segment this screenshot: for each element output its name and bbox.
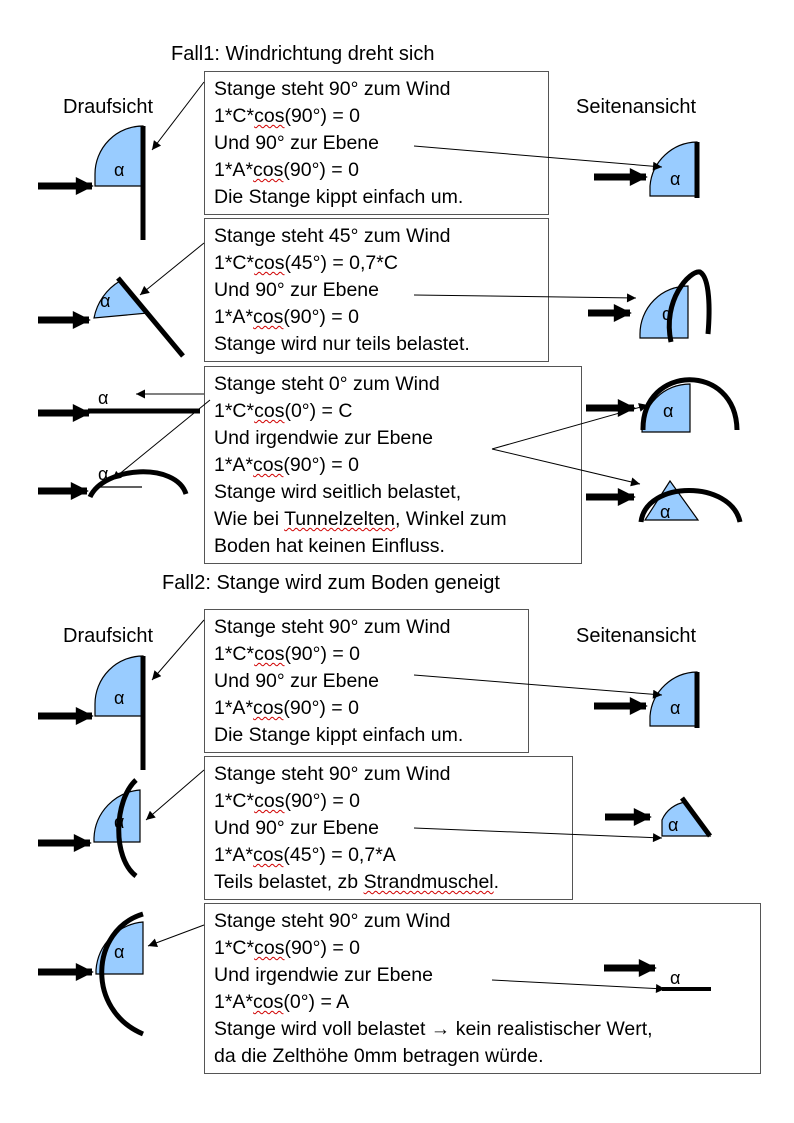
angle-sector — [643, 479, 700, 521]
angle-sector — [639, 285, 689, 339]
box-line: Und 90° zur Ebene — [214, 132, 379, 154]
connector-arrow — [151, 81, 205, 151]
case2-box-1: Stange steht 90° zum Wind 1*C*cos(90°) =… — [204, 609, 529, 753]
case1-row3-side-view: α α — [586, 377, 743, 523]
case2-row2-top-view: α — [38, 778, 141, 878]
alpha-label: α — [98, 388, 108, 408]
case1-heading: Fall1: Windrichtung dreht sich — [171, 43, 435, 65]
box-line: 1*C*cos(90°) = 0 — [214, 105, 361, 127]
case1-side-view-label: Seitenansicht — [576, 96, 697, 118]
box-line: Und 90° zur Ebene — [214, 817, 379, 839]
tent-pole — [116, 276, 185, 358]
tent-pole — [666, 269, 712, 343]
angle-sector — [93, 789, 141, 843]
tent-pole — [679, 796, 713, 838]
alpha-label: α — [670, 169, 680, 189]
angle-sector — [661, 801, 712, 837]
case2-top-view-label: Draufsicht — [63, 625, 154, 647]
connector-arrow — [147, 924, 205, 948]
box-line: Stange steht 90° zum Wind — [214, 763, 451, 785]
box-line: Boden hat keinen Einfluss. — [214, 535, 445, 557]
box-line: 1*C*cos(90°) = 0 — [214, 937, 361, 959]
case1-box-1: Stange steht 90° zum Wind 1*C*cos(90°) =… — [204, 71, 549, 215]
connector-arrow — [139, 242, 205, 296]
connector-arrow — [151, 619, 205, 681]
alpha-label: α — [114, 160, 124, 180]
tent-pole — [87, 469, 189, 499]
box-line: 1*C*cos(90°) = 0 — [214, 643, 361, 665]
box-line: Stange wird voll belastet → kein realist… — [214, 1018, 653, 1040]
box-line: 1*A*cos(90°) = 0 — [214, 454, 359, 476]
box-line: Und 90° zur Ebene — [214, 279, 379, 301]
box-line: 1*A*cos(45°) = 0,7*A — [214, 844, 396, 866]
case1-box-3: Stange steht 0° zum Wind 1*C*cos(0°) = C… — [204, 366, 582, 564]
box-line: 1*C*cos(45°) = 0,7*C — [214, 252, 398, 274]
angle-sector — [95, 921, 144, 975]
box-line: Und 90° zur Ebene — [214, 670, 379, 692]
connector-arrow — [111, 399, 211, 481]
case2-row3-top-view: α — [38, 911, 144, 1037]
case1-row1-side-view: α — [594, 141, 700, 198]
case2-heading: Fall2: Stange wird zum Boden geneigt — [162, 572, 500, 594]
alpha-label: α — [98, 464, 108, 484]
angle-sector — [649, 141, 698, 197]
angle-sector — [93, 280, 150, 319]
box-line: Stange steht 0° zum Wind — [214, 373, 440, 395]
angle-sector — [641, 383, 691, 433]
angle-sector — [94, 655, 144, 717]
case1-row1-top-view: α — [38, 125, 146, 240]
alpha-label: α — [663, 401, 673, 421]
tent-pole — [116, 778, 138, 878]
box-line: Und irgendwie zur Ebene — [214, 964, 433, 986]
box-line: Wie bei Tunnelzelten, Winkel zum — [214, 508, 507, 530]
tent-pole — [640, 377, 740, 431]
case2-row2-side-view: α — [605, 796, 713, 838]
box-line: 1*C*cos(0°) = C — [214, 400, 353, 422]
box-line: 1*A*cos(90°) = 0 — [214, 306, 359, 328]
tent-pole — [638, 488, 743, 523]
angle-sector — [94, 125, 144, 187]
tent-pole — [99, 911, 144, 1037]
box-line: 1*C*cos(90°) = 0 — [214, 790, 361, 812]
box-line: Stange wird nur teils belastet. — [214, 333, 470, 355]
alpha-label: α — [114, 812, 124, 832]
box-line: Teils belastet, zb Strandmuschel. — [214, 871, 500, 893]
connector-arrow — [145, 769, 205, 821]
case2-box-3: Stange steht 90° zum Wind 1*C*cos(90°) =… — [204, 903, 761, 1074]
box-line: Die Stange kippt einfach um. — [214, 186, 464, 208]
case1-top-view-label: Draufsicht — [63, 96, 154, 118]
box-line: 1*A*cos(90°) = 0 — [214, 697, 359, 719]
box-line: Stange wird seitlich belastet, — [214, 481, 462, 503]
case1-row3-top-view: α α — [38, 388, 200, 500]
box-line: Stange steht 90° zum Wind — [214, 78, 451, 100]
case1-row2-top-view: α — [38, 276, 185, 358]
box-line: 1*A*cos(90°) = 0 — [214, 159, 359, 181]
angle-sector — [649, 671, 698, 727]
alpha-label: α — [114, 942, 124, 962]
box-line: Stange steht 90° zum Wind — [214, 910, 451, 932]
box-line: da die Zelthöhe 0mm betragen würde. — [214, 1045, 544, 1067]
case2-side-view-label: Seitenansicht — [576, 625, 697, 647]
box-line: Stange steht 90° zum Wind — [214, 616, 451, 638]
case1-box-2: Stange steht 45° zum Wind 1*C*cos(45°) =… — [204, 218, 549, 362]
box-line: Stange steht 45° zum Wind — [214, 225, 451, 247]
case2-row1-side-view: α — [594, 671, 700, 728]
alpha-label: α — [668, 815, 678, 835]
box-line: Die Stange kippt einfach um. — [214, 724, 464, 746]
alpha-label: α — [100, 291, 110, 311]
case2-box-2: Stange steht 90° zum Wind 1*C*cos(90°) =… — [204, 756, 573, 900]
case1-row2-side-view: α — [588, 269, 712, 343]
box-line: 1*A*cos(0°) = A — [214, 991, 350, 1013]
alpha-label: α — [662, 304, 672, 324]
box-line: Und irgendwie zur Ebene — [214, 427, 433, 449]
alpha-label: α — [660, 502, 670, 522]
case2-row1-top-view: α — [38, 655, 146, 770]
alpha-label: α — [670, 698, 680, 718]
alpha-label: α — [114, 688, 124, 708]
